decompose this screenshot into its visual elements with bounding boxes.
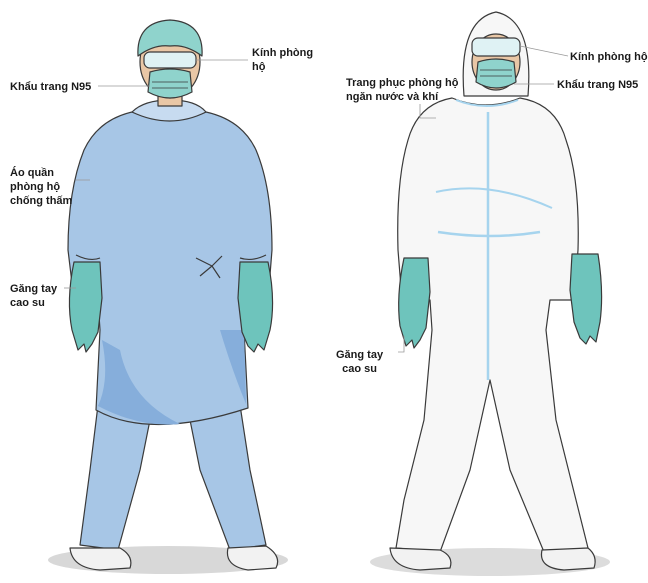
left-trousers xyxy=(80,405,266,550)
label-right-mask: Khẩu trang N95 xyxy=(557,78,638,92)
label-left-gown-line2: phòng hộ xyxy=(10,180,72,194)
label-left-gown-line1: Áo quần xyxy=(10,166,72,180)
label-right-goggles: Kính phòng hộ xyxy=(570,50,648,64)
right-glove-left xyxy=(399,258,430,348)
right-shoe-right xyxy=(541,548,595,570)
right-glove-right xyxy=(570,254,602,344)
label-left-mask: Khẩu trang N95 xyxy=(10,80,91,94)
left-mask xyxy=(148,69,192,98)
right-mask xyxy=(476,59,516,88)
label-left-gloves-line2: cao su xyxy=(10,296,57,310)
label-right-gloves-line2: cao su xyxy=(336,362,383,376)
label-right-coverall-line1: Trang phục phòng hộ xyxy=(346,76,458,90)
figure-left xyxy=(68,20,278,570)
label-left-goggles-line1: Kính phòng xyxy=(252,46,313,60)
label-left-gloves: Găng tay cao su xyxy=(10,282,57,310)
label-left-gloves-line1: Găng tay xyxy=(10,282,57,296)
label-left-gown-line3: chống thấm xyxy=(10,194,72,208)
label-right-gloves-line1: Găng tay xyxy=(336,348,383,362)
label-left-goggles: Kính phòng hộ xyxy=(252,46,313,74)
label-right-coverall-line2: ngăn nước và khí xyxy=(346,90,458,104)
right-goggles xyxy=(472,38,520,56)
label-right-gloves: Găng tay cao su xyxy=(336,348,383,376)
left-goggles xyxy=(144,52,196,68)
left-glove-left xyxy=(69,262,102,352)
label-left-gown: Áo quần phòng hộ chống thấm xyxy=(10,166,72,208)
label-left-goggles-line2: hộ xyxy=(252,60,313,74)
label-right-coverall: Trang phục phòng hộ ngăn nước và khí xyxy=(346,76,458,104)
